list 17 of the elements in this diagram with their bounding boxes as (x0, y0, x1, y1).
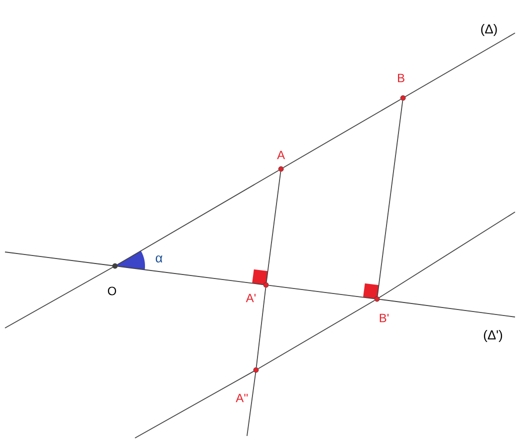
line-segment (268, 284, 375, 300)
line-segment (282, 98, 402, 168)
line-segment (266, 171, 282, 283)
line-label: (Δ') (484, 330, 502, 342)
point-label: A' (246, 294, 256, 302)
line-label: (Δ) (481, 24, 497, 36)
point-label: B (398, 74, 404, 82)
line-segment (376, 100, 404, 297)
line-segment (117, 266, 264, 286)
point-label: A (277, 150, 285, 160)
line-segment (116, 170, 280, 266)
line-segment (258, 300, 376, 370)
point-label: B' (380, 314, 389, 322)
point-label: O (108, 286, 116, 296)
line-label: α (156, 255, 162, 263)
point-label: A'' (236, 394, 248, 402)
line-segment (256, 287, 266, 368)
